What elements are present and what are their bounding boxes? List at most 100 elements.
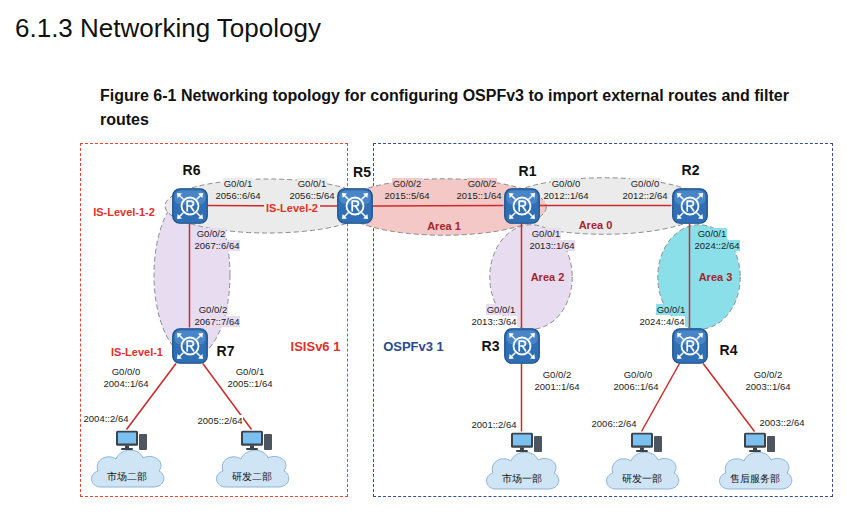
router-arrow — [696, 212, 702, 218]
router-arrow-head — [342, 214, 347, 219]
router-arrow — [177, 212, 183, 218]
router-icon — [672, 328, 708, 364]
router-glyph — [687, 201, 693, 211]
router-arrow-shaft — [679, 212, 683, 216]
pc-screen — [746, 434, 764, 445]
interface-label: 2003::2/64 — [759, 417, 806, 428]
pc-monitor — [744, 432, 766, 447]
network-link — [521, 364, 523, 432]
interface-label: 2001::2/64 — [471, 419, 518, 430]
figure-caption: Figure 6-1 Networking topology for confi… — [100, 84, 820, 132]
router-arrow-shaft — [528, 212, 532, 216]
interface-label: 2006::1/64 — [613, 381, 660, 392]
router-arrow-head — [509, 193, 514, 198]
router-ring — [681, 337, 698, 354]
router-ring — [681, 197, 698, 214]
cloud-shape — [606, 452, 678, 489]
cloud-shape — [91, 450, 163, 487]
domain-name: OSPFv3 1 — [383, 339, 444, 355]
router-arrow-head — [698, 214, 703, 219]
router-arrow-shaft — [511, 352, 515, 356]
router-glyph — [187, 201, 193, 211]
network-link — [373, 205, 504, 207]
interface-label: 2012::2/64 — [622, 190, 669, 201]
router-arrow-shaft — [196, 335, 200, 339]
router-name: R5 — [353, 164, 371, 181]
router-arrow-shaft — [528, 195, 532, 199]
router-body — [672, 328, 707, 363]
router-body — [504, 328, 539, 363]
interface-label: 2056::6/64 — [215, 190, 262, 201]
pc-base — [246, 448, 258, 450]
pc-tower — [654, 436, 662, 452]
interface-label: 2005::2/64 — [197, 415, 244, 426]
department-name: 研发二部 — [232, 471, 272, 483]
router-ring — [181, 337, 198, 354]
router-arrow-head — [677, 333, 682, 338]
interface-label: 2024::2/64 — [694, 240, 741, 251]
router-arrow-shaft — [179, 352, 183, 356]
router-arrow — [677, 212, 683, 218]
router-body — [672, 188, 707, 223]
router-arrow-head — [363, 193, 368, 198]
router-arrow — [677, 333, 683, 339]
router-arrow — [362, 193, 368, 199]
router-arrow-head — [698, 333, 703, 338]
router-name: R4 — [720, 342, 738, 359]
router-arrow — [528, 212, 534, 218]
router-arrow — [342, 213, 348, 219]
router-arrow-shaft — [196, 195, 200, 199]
router-arrow — [177, 193, 183, 199]
router-arrow — [677, 193, 683, 199]
router-glyph — [519, 201, 525, 211]
router-arrow-shaft — [179, 195, 183, 199]
interface-label: G0/0/2 — [392, 178, 423, 189]
router-arrow — [509, 193, 515, 199]
router-arrow-head — [509, 333, 514, 338]
pc-tower — [534, 436, 542, 452]
network-link — [540, 205, 672, 207]
pc-base — [749, 450, 761, 452]
pc-monitor — [631, 432, 653, 447]
router-icon — [337, 188, 373, 224]
router-arrow-shaft — [696, 212, 700, 216]
router-arrow-head — [363, 214, 368, 219]
router-arrow-shaft — [179, 335, 183, 339]
router-arrow-head — [677, 214, 682, 219]
router-arrow-head — [198, 354, 203, 359]
router-arrow-shaft — [344, 195, 348, 199]
interface-label: G0/0/1 — [697, 228, 728, 239]
level-label: IS-Level-1-2 — [92, 206, 156, 219]
department-name: 市场二部 — [107, 471, 147, 483]
router-arrow-head — [509, 214, 514, 219]
router-arrow — [509, 212, 515, 218]
interface-label: 2067::6/64 — [194, 240, 241, 251]
area-name: Area 3 — [699, 271, 733, 284]
router-arrow-shaft — [179, 212, 183, 216]
interface-label: G0/0/0 — [111, 366, 142, 377]
router-arrow — [509, 333, 515, 339]
interface-label: G0/0/2 — [753, 369, 784, 380]
pc-tower — [139, 434, 147, 450]
interface-label: G0/0/2 — [196, 228, 227, 239]
router-arrow-shaft — [362, 213, 366, 217]
router-body — [172, 328, 207, 363]
interface-label: G0/0/0 — [551, 178, 582, 189]
router-arrow-head — [198, 333, 203, 338]
router-arrow-head — [177, 193, 182, 198]
interface-label: 2004::1/64 — [103, 378, 150, 389]
interface-label: G0/0/1 — [531, 228, 562, 239]
router-arrow — [196, 333, 202, 339]
pc-screen — [243, 432, 261, 443]
pc-base — [636, 450, 648, 452]
interface-label: G0/0/2 — [542, 369, 573, 380]
router: R7 — [172, 328, 208, 364]
interface-label: 2024::4/64 — [639, 316, 686, 327]
router: R2 — [672, 188, 708, 224]
cloud-shape — [216, 450, 288, 487]
router-arrow-head — [530, 193, 535, 198]
router-arrow-shaft — [696, 335, 700, 339]
router-arrow — [177, 333, 183, 339]
router-arrow — [528, 193, 534, 199]
interface-label: G0/0/1 — [297, 178, 328, 189]
